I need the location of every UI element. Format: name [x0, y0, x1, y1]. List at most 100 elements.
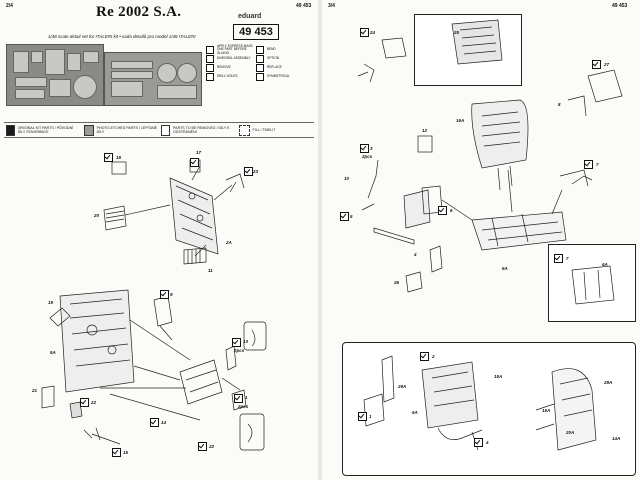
part-label: 5	[350, 214, 353, 219]
part-label: 2pcs	[238, 404, 249, 409]
page-part-number: 49 453	[296, 3, 312, 9]
check-icon	[104, 153, 113, 162]
part-label: 4	[414, 252, 417, 257]
part-label: 6A	[412, 410, 418, 415]
right-assembly-drawing	[357, 19, 623, 451]
part-label: 23	[253, 169, 259, 174]
part-label: 8	[558, 102, 561, 107]
check-icon	[474, 438, 483, 447]
part-label: 7	[596, 162, 599, 167]
part-label: 13	[243, 339, 249, 344]
part-label: 10	[344, 176, 350, 181]
legend-original-kit: ORIGINAL KIT PARTS / PŮVODNÍ DÍLY STAVEB…	[4, 123, 82, 137]
part-label: 2A	[226, 240, 232, 245]
part-label: 15A	[494, 374, 503, 379]
legend-fill: FILL / TMELIT	[237, 123, 315, 137]
check-icon	[244, 167, 253, 176]
check-icon	[592, 60, 601, 69]
swatch-fill	[238, 124, 250, 136]
part-label: 20	[94, 213, 100, 218]
part-label: 15	[123, 450, 129, 455]
left-page: 2/4 49 453 Re 2002 S.A. eduard 49 453 1/…	[0, 0, 319, 480]
check-icon	[198, 442, 207, 451]
photo-etch-fret-image	[6, 44, 104, 106]
right-page: 3/4 49 453	[322, 0, 640, 480]
part-label: 6A	[502, 266, 508, 271]
part-label: 14A	[612, 436, 621, 441]
part-label: 11	[208, 268, 213, 273]
swatch-original	[6, 124, 15, 136]
part-label: 12	[422, 128, 428, 133]
check-icon	[190, 158, 199, 167]
remove-icon	[206, 64, 214, 72]
part-label: 29A	[398, 384, 407, 389]
legend-remove: PARTS TO BE REMOVED / DÍLY K ODSTRANĚNÍ	[159, 123, 237, 137]
option-icon	[256, 55, 264, 63]
part-label: 22	[209, 444, 215, 449]
check-icon	[150, 418, 159, 427]
part-label: 6A	[602, 262, 608, 267]
part-label: 15A	[542, 408, 551, 413]
bend-icon	[256, 46, 264, 54]
part-label: 26	[394, 280, 400, 285]
part-label: 16	[116, 155, 122, 160]
page-gutter	[318, 0, 322, 480]
part-label: 7	[566, 256, 569, 261]
part-label: 20A	[566, 430, 575, 435]
part-label: 28A	[604, 380, 613, 385]
part-label: 2pcs	[234, 348, 245, 353]
replace-icon	[256, 64, 264, 72]
check-icon	[584, 160, 593, 169]
check-icon	[80, 398, 89, 407]
part-label: 5A	[50, 350, 56, 355]
check-icon	[112, 448, 121, 457]
part-label: 17	[196, 150, 202, 155]
part-label: 1	[245, 395, 248, 400]
part-label: 14	[161, 420, 167, 425]
part-label: 25	[454, 30, 460, 35]
part-label: 16A	[456, 118, 465, 123]
check-icon	[360, 144, 369, 153]
dihedral-icon	[206, 55, 214, 63]
part-label: 6	[450, 208, 453, 213]
page-number: 3/4	[328, 3, 335, 9]
page-number: 2/4	[6, 3, 13, 9]
check-icon	[554, 254, 563, 263]
parts-color-legend: ORIGINAL KIT PARTS / PŮVODNÍ DÍLY STAVEB…	[4, 122, 314, 138]
part-label: 1	[369, 414, 372, 419]
part-label: 4	[486, 440, 489, 445]
part-number-box: 49 453	[233, 24, 279, 40]
swatch-photo-etched	[83, 124, 94, 136]
check-icon	[234, 394, 243, 403]
swatch-remove	[161, 124, 171, 136]
page-title: Re 2002 S.A.	[96, 4, 182, 20]
part-label: 2pcs	[362, 154, 373, 159]
check-icon	[340, 212, 349, 221]
part-label: 19	[48, 300, 54, 305]
legend-row: APPLY EXPRESS MASK ONE PART BEFORE GLUIN…	[206, 44, 306, 55]
check-icon	[232, 338, 241, 347]
photo-etch-fret-2-image	[104, 52, 202, 106]
check-icon	[438, 206, 447, 215]
subtitle: 1/48 scale detail set for ITALERI kit • …	[48, 34, 196, 39]
check-icon	[360, 28, 369, 37]
check-icon	[160, 290, 169, 299]
page-part-number: 49 453	[612, 3, 628, 9]
symmetrical-icon	[256, 73, 264, 81]
part-label: 24	[370, 30, 376, 35]
brand-logo: eduard	[238, 13, 262, 20]
express-mask-icon	[206, 46, 214, 54]
part-label: 2	[432, 354, 435, 359]
part-label: 9	[170, 292, 173, 297]
check-icon	[420, 352, 429, 361]
drill-icon	[206, 73, 214, 81]
check-icon	[358, 412, 367, 421]
part-label: 22	[91, 400, 97, 405]
symbol-legend: APPLY EXPRESS MASK ONE PART BEFORE GLUIN…	[206, 44, 306, 82]
part-label: 27	[604, 62, 610, 67]
left-assembly-drawing	[41, 159, 267, 451]
legend-photo-etched: PHOTO-ETCHED PARTS / LEPTANÉ DÍLY	[82, 123, 160, 137]
part-label: 3	[370, 146, 373, 151]
